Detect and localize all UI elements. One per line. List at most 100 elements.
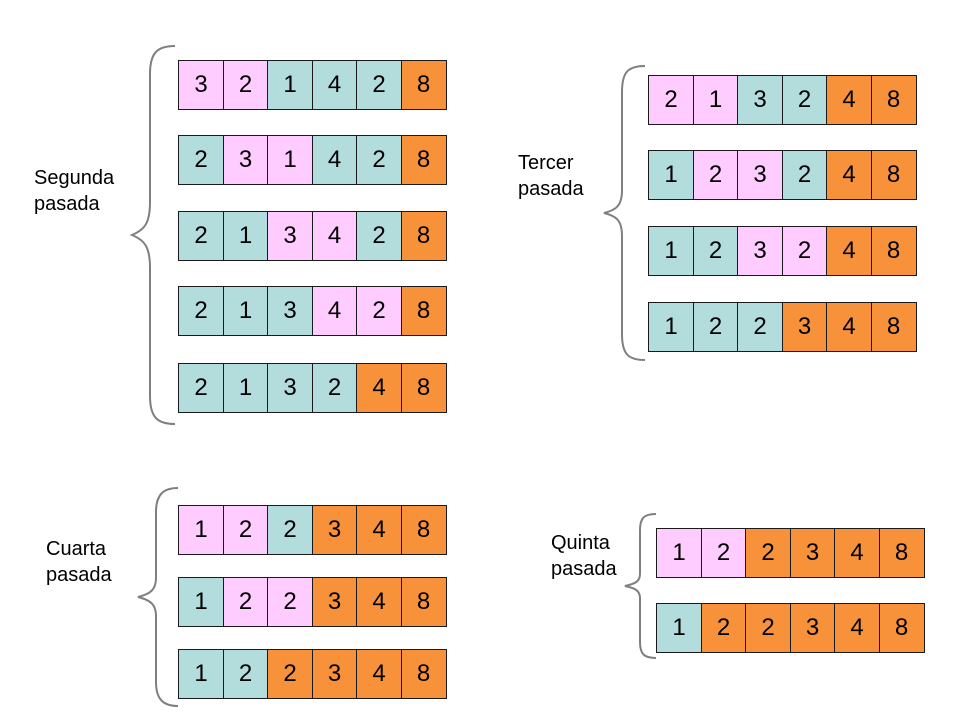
array-cell: 2 bbox=[178, 135, 224, 185]
array-cell: 1 bbox=[267, 135, 313, 185]
array-cell: 4 bbox=[311, 286, 358, 336]
pass-label-line: pasada bbox=[518, 178, 584, 200]
array-cell: 4 bbox=[311, 135, 358, 185]
array-cell: 4 bbox=[311, 60, 358, 110]
array-cell: 2 bbox=[222, 577, 269, 627]
array-cell: 4 bbox=[826, 226, 872, 276]
pass-label-line: Segunda bbox=[34, 167, 115, 189]
array-cell: 3 bbox=[311, 505, 358, 555]
array-cell: 8 bbox=[870, 150, 917, 200]
array-cell: 3 bbox=[737, 75, 783, 125]
pass-label-line: Quinta bbox=[551, 532, 610, 554]
brace-icon bbox=[603, 65, 646, 361]
array-cell: 8 bbox=[870, 75, 917, 125]
array-cell: 8 bbox=[400, 577, 447, 627]
array-cell: 1 bbox=[178, 505, 224, 555]
array-cell: 2 bbox=[356, 60, 402, 110]
array-cell: 2 bbox=[781, 75, 828, 125]
pass-label-line: pasada bbox=[34, 193, 100, 215]
array-cell: 4 bbox=[356, 505, 402, 555]
array-cell: 2 bbox=[692, 150, 739, 200]
array-cell: 2 bbox=[737, 302, 783, 352]
pass-label: Tercer pasada bbox=[518, 150, 584, 202]
array-cell: 3 bbox=[789, 528, 836, 578]
array-cell: 2 bbox=[267, 649, 313, 699]
array-cell: 2 bbox=[745, 603, 791, 653]
array-cell: 2 bbox=[700, 528, 747, 578]
array-cell: 3 bbox=[311, 577, 358, 627]
array-cell: 2 bbox=[311, 363, 358, 413]
pass-label: Cuarta pasada bbox=[46, 536, 112, 588]
array-cell: 2 bbox=[781, 226, 828, 276]
array-cell: 2 bbox=[692, 226, 739, 276]
array-cell: 4 bbox=[356, 363, 402, 413]
array-cell: 2 bbox=[267, 577, 313, 627]
array-cell: 8 bbox=[400, 135, 447, 185]
array-cell: 3 bbox=[178, 60, 224, 110]
array-cell: 3 bbox=[737, 150, 783, 200]
pass-label-line: pasada bbox=[46, 564, 112, 586]
pass-label: Quinta pasada bbox=[551, 530, 617, 582]
array-cell: 2 bbox=[356, 211, 402, 261]
array-cell: 2 bbox=[356, 135, 402, 185]
array-cell: 2 bbox=[700, 603, 747, 653]
array-cell: 2 bbox=[178, 363, 224, 413]
array-cell: 2 bbox=[178, 211, 224, 261]
array-cell: 8 bbox=[400, 286, 447, 336]
brace-icon bbox=[624, 513, 657, 659]
array-cell: 1 bbox=[222, 363, 269, 413]
array-cell: 2 bbox=[692, 302, 739, 352]
array-cell: 8 bbox=[400, 649, 447, 699]
array-cell: 4 bbox=[826, 302, 872, 352]
array-cell: 8 bbox=[400, 363, 447, 413]
array-cell: 1 bbox=[692, 75, 739, 125]
array-cell: 3 bbox=[781, 302, 828, 352]
array-cell: 4 bbox=[834, 603, 880, 653]
array-cell: 2 bbox=[222, 505, 269, 555]
array-cell: 1 bbox=[178, 577, 224, 627]
array-cell: 8 bbox=[870, 302, 917, 352]
array-cell: 3 bbox=[789, 603, 836, 653]
array-cell: 2 bbox=[648, 75, 694, 125]
array-cell: 8 bbox=[878, 528, 925, 578]
array-cell: 1 bbox=[656, 528, 702, 578]
pass-label-line: Tercer bbox=[518, 152, 574, 174]
array-cell: 1 bbox=[648, 302, 694, 352]
array-cell: 1 bbox=[648, 150, 694, 200]
array-cell: 1 bbox=[222, 211, 269, 261]
array-cell: 4 bbox=[356, 649, 402, 699]
array-cell: 2 bbox=[745, 528, 791, 578]
array-cell: 1 bbox=[267, 60, 313, 110]
array-cell: 3 bbox=[222, 135, 269, 185]
array-cell: 3 bbox=[267, 211, 313, 261]
array-cell: 4 bbox=[826, 150, 872, 200]
brace-icon bbox=[137, 487, 179, 707]
array-cell: 3 bbox=[267, 363, 313, 413]
array-cell: 8 bbox=[878, 603, 925, 653]
array-cell: 4 bbox=[356, 577, 402, 627]
array-cell: 1 bbox=[222, 286, 269, 336]
array-cell: 2 bbox=[222, 60, 269, 110]
array-cell: 2 bbox=[178, 286, 224, 336]
pass-label-line: pasada bbox=[551, 558, 617, 580]
array-cell: 3 bbox=[737, 226, 783, 276]
array-cell: 8 bbox=[400, 505, 447, 555]
array-cell: 4 bbox=[826, 75, 872, 125]
array-cell: 2 bbox=[222, 649, 269, 699]
pass-label: Segunda pasada bbox=[34, 165, 114, 217]
array-cell: 4 bbox=[834, 528, 880, 578]
array-cell: 8 bbox=[870, 226, 917, 276]
array-cell: 1 bbox=[656, 603, 702, 653]
brace-icon bbox=[129, 45, 176, 425]
